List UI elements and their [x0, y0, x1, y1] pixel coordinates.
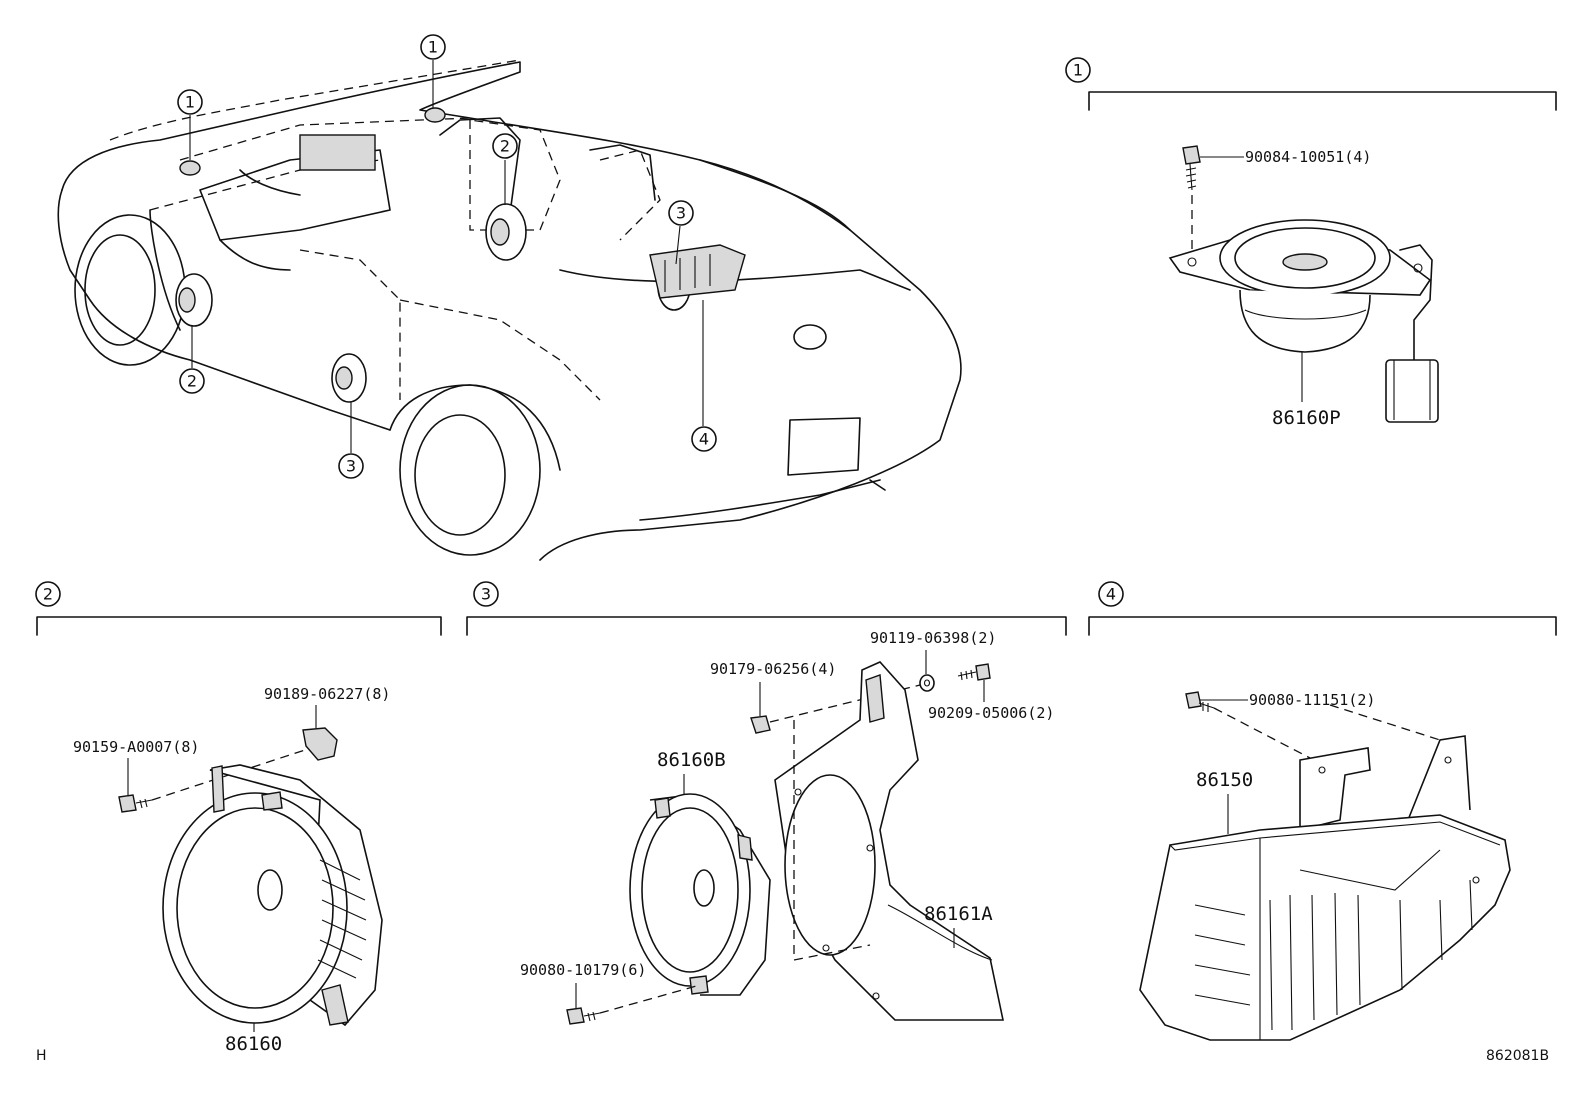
callout-number: 1 [185, 93, 195, 112]
section-1-number: 1 [1073, 61, 1083, 80]
nut-icon [750, 715, 771, 734]
part-label-86160: 86160 [225, 1033, 282, 1055]
part-label-90179-06256: 90179-06256(4) [710, 660, 836, 678]
callout-number: 2 [187, 372, 197, 391]
callout-2-upper: 2 [492, 133, 518, 159]
clip-nut-icon [302, 727, 338, 761]
section-2-bracket [36, 616, 442, 636]
callout-number: 1 [428, 38, 438, 57]
amplifier-in-trunk [649, 244, 746, 299]
callout-3-lower: 3 [338, 453, 364, 479]
figure-code: 862081B [1486, 1048, 1549, 1064]
car-overview-illustration [57, 59, 962, 561]
callout-number: 3 [676, 204, 686, 223]
bolt-icon [957, 663, 991, 681]
part-label-86150: 86150 [1196, 769, 1253, 791]
callout-4: 4 [691, 426, 717, 452]
section-3-rear-speaker: 3 90119-06398(2) 90209-05006(2) 90179-06… [466, 581, 1067, 1025]
amplifier-icon [1139, 735, 1511, 1041]
section-3-bracket [466, 616, 1067, 636]
section-2-number: 2 [43, 585, 53, 604]
speaker-icon [162, 764, 383, 1027]
speaker-bracket-icon [774, 661, 1004, 1021]
part-label-86161A: 86161A [924, 903, 993, 925]
part-label-86160P: 86160P [1272, 407, 1341, 429]
part-label-90080-11151: 90080-11151(2) [1249, 691, 1375, 709]
front-door-speaker-left [175, 273, 213, 327]
tweeter-front-left [179, 160, 201, 176]
part-label-90084-10051: 90084-10051(4) [1245, 148, 1371, 166]
callout-1-right: 1 [420, 34, 446, 60]
rear-speaker-left [331, 353, 367, 403]
part-label-90080-10179: 90080-10179(6) [520, 961, 646, 979]
callout-number: 2 [500, 137, 510, 156]
washer-icon [919, 674, 935, 692]
section-4-amplifier: 4 90080-11151(2) 86150 [1088, 581, 1557, 1041]
footer-left-code: H [36, 1048, 47, 1064]
callout-3-upper: 3 [668, 200, 694, 226]
part-label-86160B: 86160B [657, 749, 726, 771]
section-1-tweeter: 1 90084-10051(4) 86160P [1065, 57, 1557, 429]
screw-icon [118, 794, 153, 813]
section-3-number: 3 [481, 585, 491, 604]
callout-number: 4 [699, 430, 709, 449]
callout-number: 3 [346, 457, 356, 476]
callout-1-left: 1 [177, 89, 203, 115]
bolt-icon [1182, 145, 1201, 191]
part-label-90119-06398: 90119-06398(2) [870, 629, 996, 647]
section-1-bracket [1088, 91, 1557, 111]
section-4-number: 4 [1106, 585, 1116, 604]
front-door-speaker-right [485, 203, 527, 261]
part-label-90189-06227: 90189-06227(8) [264, 685, 390, 703]
tweeter-front-right [424, 107, 446, 123]
bolt-icon [1185, 691, 1215, 712]
tweeter-speaker-icon [1168, 219, 1439, 423]
screw-icon [566, 1007, 601, 1025]
part-label-90159-A0007: 90159-A0007(8) [73, 738, 199, 756]
section-2-front-speaker: 2 90189-06227(8) 90159-A0007(8) 86160 [35, 581, 442, 1055]
speaker-icon [629, 793, 771, 996]
section-4-bracket [1088, 616, 1557, 636]
part-label-90209-05006: 90209-05006(2) [928, 704, 1054, 722]
callout-2-lower: 2 [179, 368, 205, 394]
